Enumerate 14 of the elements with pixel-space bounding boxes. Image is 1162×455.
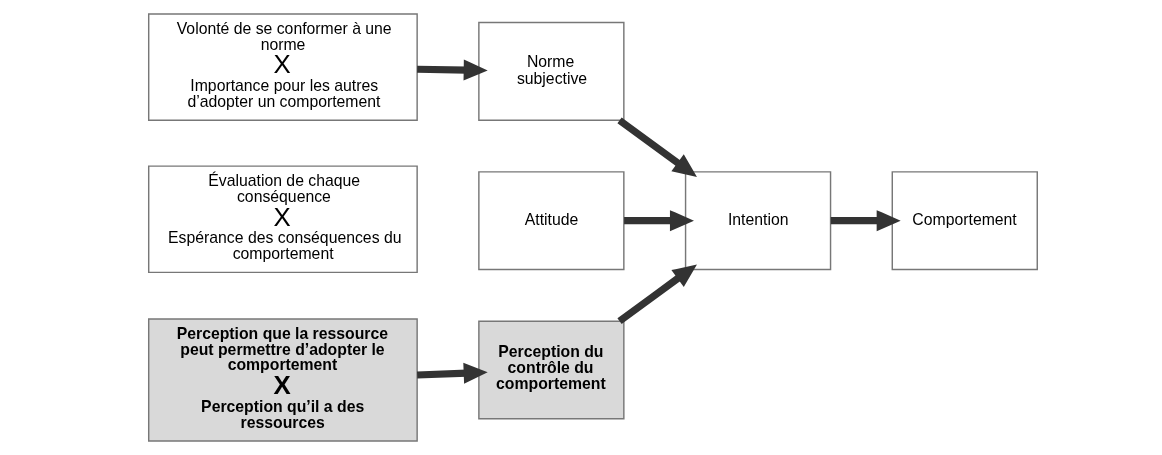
node-box: Attitude xyxy=(477,171,625,271)
node-box: Volonté de se conformer à une norme X Importance pour les autres d’adopter un comportement xyxy=(147,13,418,121)
arrow xyxy=(616,117,697,177)
arrow xyxy=(623,210,694,232)
arrow xyxy=(616,264,697,324)
node-box: Perception que la ressource peut permettre d’adopter le comportement X Perception qu’il a des ressources xyxy=(147,318,418,442)
node-box: Comportement xyxy=(891,171,1038,271)
node-box: Évaluation de chaque conséquence X Espérance des conséquences du comportement xyxy=(147,165,418,274)
node-box: Intention xyxy=(684,171,831,271)
arrow xyxy=(830,210,901,232)
node-box: Norme subjective xyxy=(477,21,625,121)
arrow xyxy=(416,362,488,384)
node-box: Perception du contrôle du comportement xyxy=(477,320,625,420)
arrow xyxy=(416,59,488,81)
